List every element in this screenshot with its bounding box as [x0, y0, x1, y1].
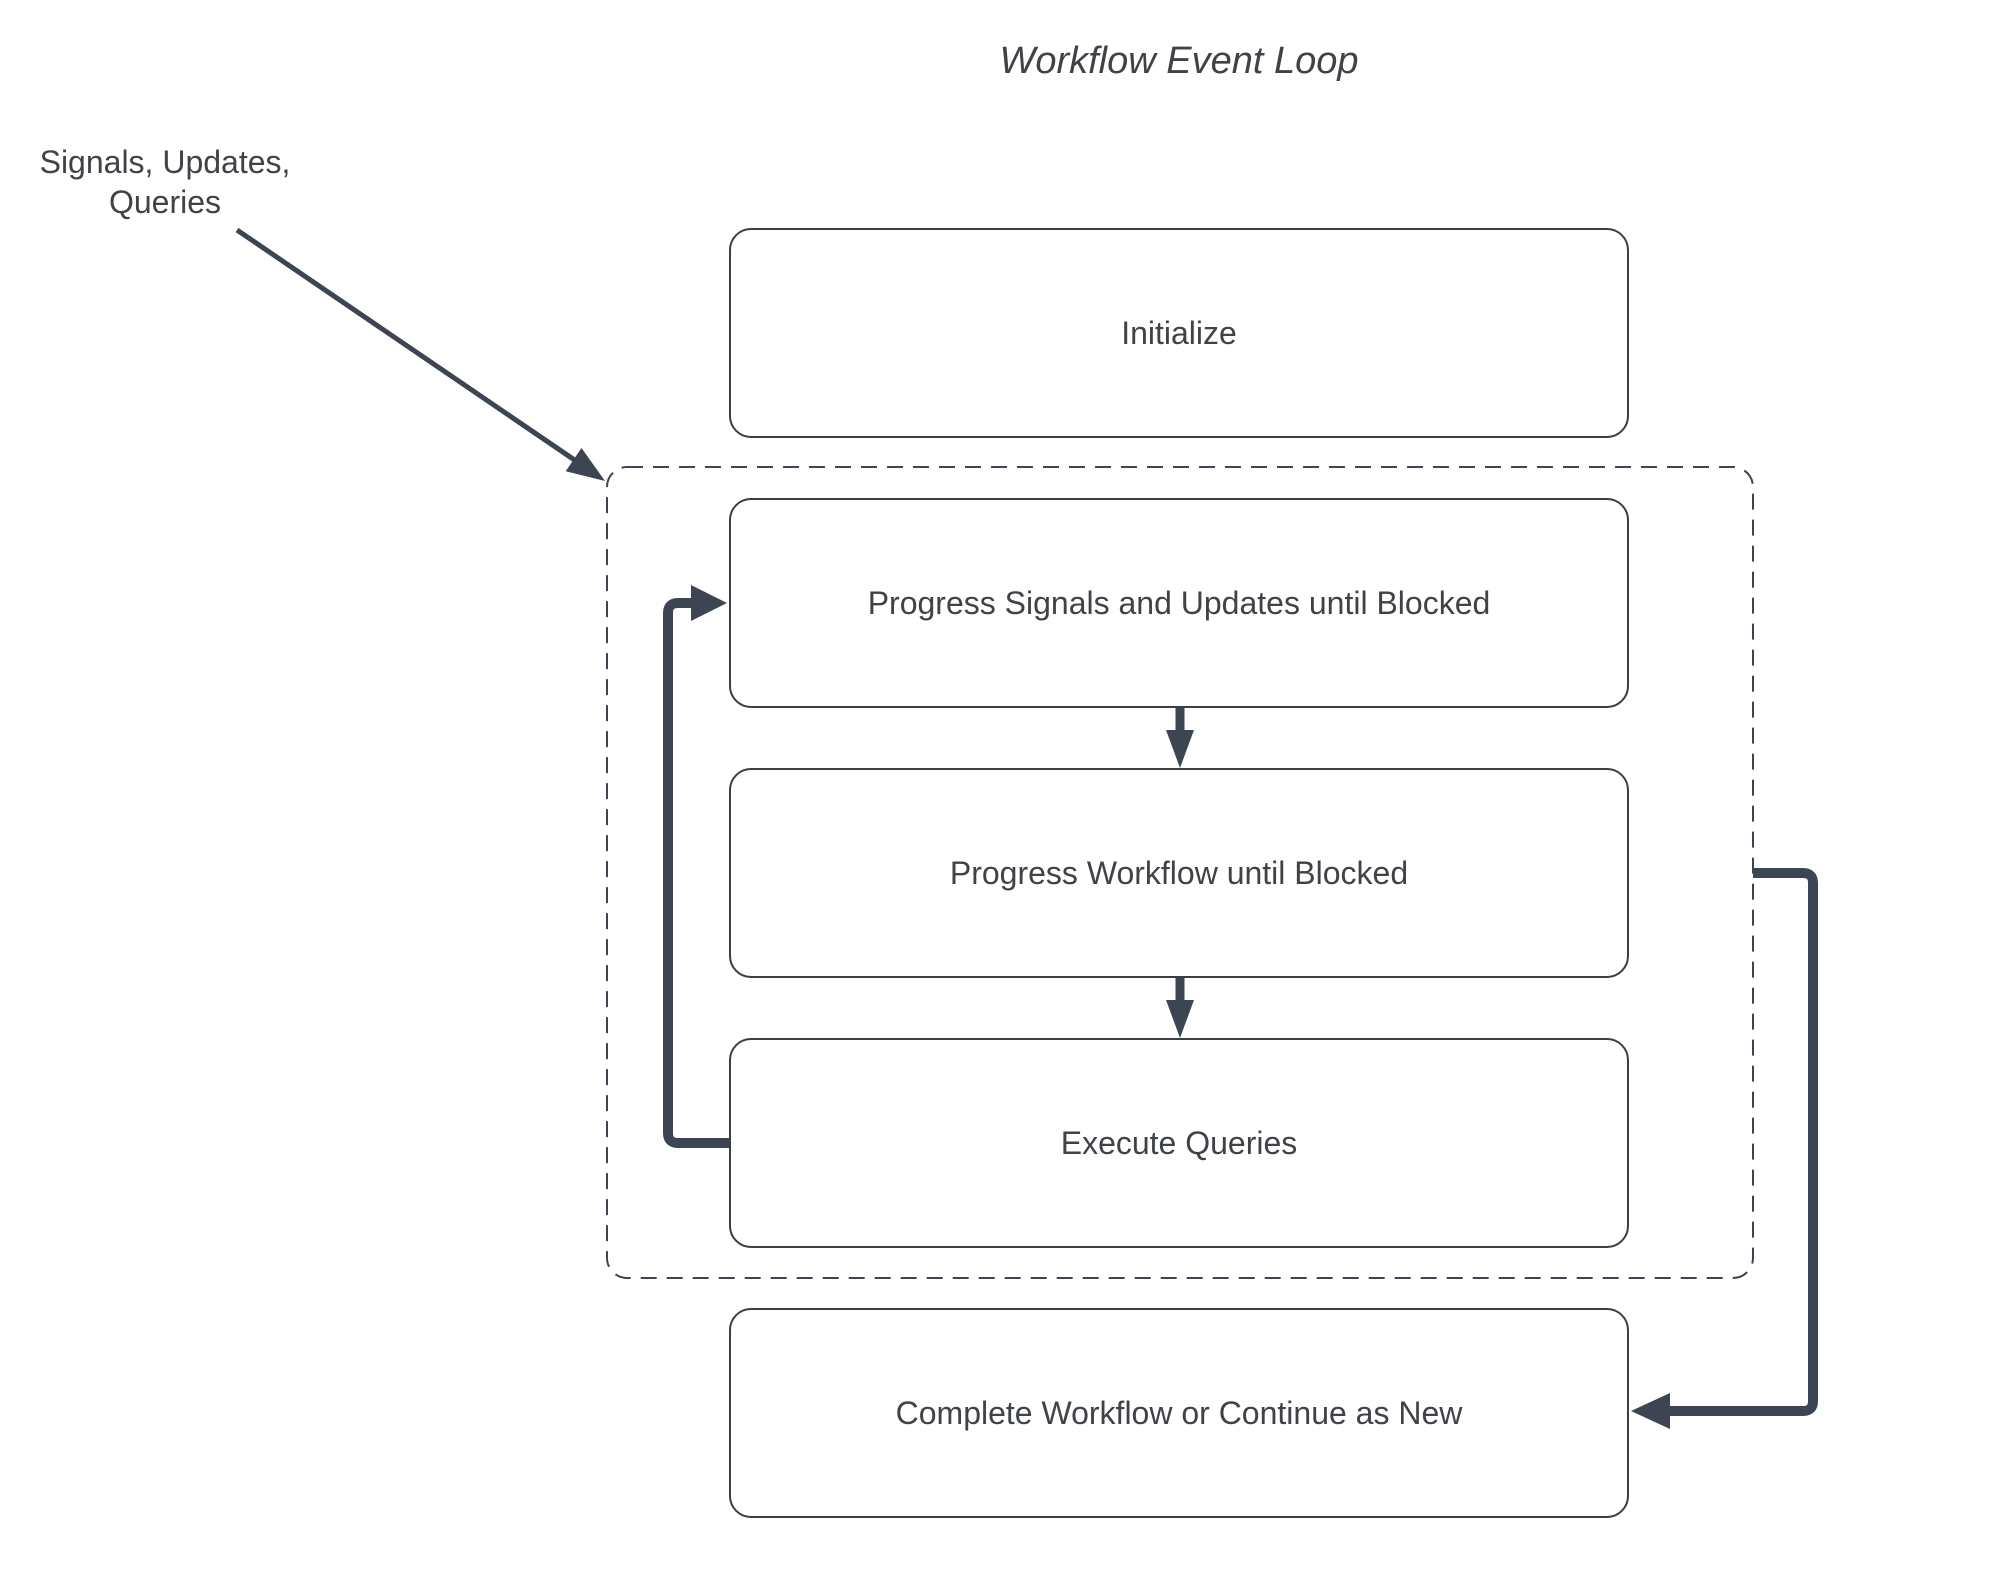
node-progress-signals-updates-label: Progress Signals and Updates until Block… [867, 584, 1491, 621]
diagram-title: Workflow Event Loop [999, 40, 1359, 82]
node-complete-or-continue-label: Complete Workflow or Continue as New [895, 1394, 1463, 1431]
node-progress-workflow-label: Progress Workflow until Blocked [949, 854, 1409, 891]
loop-back-arrowhead [691, 585, 727, 621]
loop-back-arrow [663, 598, 729, 1148]
annotation-signals-updates-queries: Signals, Updates, Queries [39, 144, 291, 220]
annotation-arrow [235, 227, 578, 464]
node-progress-workflow: Progress Workflow until Blocked [729, 768, 1629, 978]
node-execute-queries: Execute Queries [729, 1038, 1629, 1248]
annotation-arrowhead [565, 448, 605, 481]
node-initialize: Initialize [729, 228, 1629, 438]
node-complete-or-continue: Complete Workflow or Continue as New [729, 1308, 1629, 1518]
node-initialize-label: Initialize [1121, 314, 1237, 351]
node-execute-queries-label: Execute Queries [1060, 1124, 1298, 1161]
arrow-signals-to-workflow-head [1166, 730, 1194, 768]
node-progress-signals-updates: Progress Signals and Updates until Block… [729, 498, 1629, 708]
arrow-workflow-to-queries-head [1166, 1000, 1194, 1038]
group-to-complete-arrow [1670, 868, 1818, 1416]
group-to-complete-arrowhead [1631, 1393, 1670, 1429]
